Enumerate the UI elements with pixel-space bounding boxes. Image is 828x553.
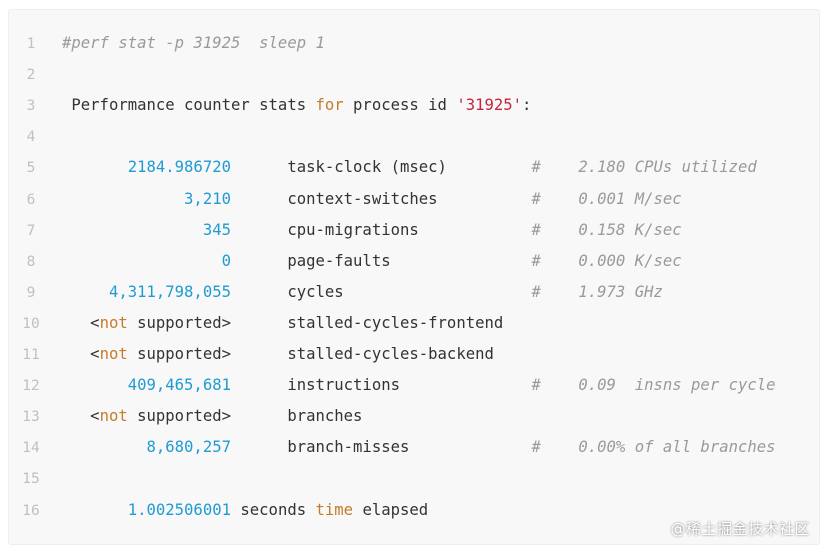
token-kw: time — [315, 500, 354, 519]
watermark: @稀土掘金技术社区 — [670, 520, 810, 538]
code-text: Performance counter stats for process id… — [62, 96, 531, 114]
code-text: 2184.986720 task-clock (msec) # 2.180 CP… — [62, 158, 757, 176]
token-cmt: # 2.180 CPUs utilized — [531, 158, 757, 177]
token-plain: supported> stalled-cycles-backend — [127, 345, 494, 363]
line-number: 11 — [22, 347, 40, 363]
line-number: 10 — [22, 315, 40, 332]
code-line: 8 0 page-faults # 0.000 K/sec — [9, 246, 682, 277]
code-line: 1 #perf stat -p 31925 sleep 1 — [9, 28, 325, 59]
token-kw: not — [99, 345, 128, 363]
code-line: 4 — [9, 121, 62, 152]
token-plain: supported> stalled-cycles-frontend — [127, 313, 504, 332]
token-cmt: # 0.09 insns per cycle — [531, 376, 776, 395]
token-plain: instructions — [231, 376, 532, 395]
code-line: 7 345 cpu-migrations # 0.158 K/sec — [9, 215, 682, 246]
code-text: <not supported> branches — [62, 407, 362, 425]
token-plain: elapsed — [353, 500, 429, 519]
code-text: 4,311,798,055 cycles # 1.973 GHz — [62, 283, 663, 301]
line-number: 14 — [22, 440, 40, 457]
token-kw: not — [99, 407, 128, 426]
code-line: 15 — [9, 463, 62, 494]
line-number: 6 — [26, 191, 36, 208]
code-line: 5 2184.986720 task-clock (msec) # 2.180 … — [9, 152, 757, 183]
line-number: 13 — [22, 409, 40, 426]
token-plain: < — [62, 345, 100, 363]
token-plain: cycles — [231, 282, 532, 301]
line-number: 3 — [26, 98, 36, 115]
code-line: 6 3,210 context-switches # 0.001 M/sec — [9, 184, 682, 215]
line-number: 2 — [26, 67, 36, 84]
code-line: 16 1.002506001 seconds time elapsed — [9, 495, 428, 526]
code-line: 10 <not supported> stalled-cycles-fronte… — [9, 308, 503, 339]
code-text: 1.002506001 seconds time elapsed — [62, 501, 428, 519]
token-plain: Performance counter stats — [62, 96, 316, 115]
token-plain: : — [522, 96, 532, 115]
token-cmt: # 0.000 K/sec — [531, 251, 682, 270]
token-num: 4,311,798,055 — [62, 282, 231, 301]
code-text: 8,680,257 branch-misses # 0.00% of all b… — [62, 438, 776, 457]
token-num: 345 — [62, 220, 231, 239]
token-plain: cpu-migrations — [231, 220, 532, 239]
token-cmt: # 0.00% of all branches — [531, 438, 776, 457]
code-text: #perf stat -p 31925 sleep 1 — [62, 34, 325, 52]
token-plain: process id — [343, 96, 457, 115]
code-line: 2 — [9, 59, 62, 90]
code-block: 1 #perf stat -p 31925 sleep 1 2 3 Performan… — [8, 9, 820, 545]
code-line: 9 4,311,798,055 cycles # 1.973 GHz — [9, 277, 663, 308]
token-str: '31925' — [456, 96, 523, 115]
token-plain: < — [62, 313, 100, 332]
line-number: 4 — [26, 129, 36, 146]
token-cmt: # 0.158 K/sec — [531, 220, 682, 239]
code-text: 3,210 context-switches # 0.001 M/sec — [62, 190, 682, 208]
token-cmt: #perf stat -p 31925 sleep 1 — [62, 34, 325, 52]
line-number: 1 — [26, 36, 36, 52]
line-number: 8 — [26, 253, 36, 270]
token-num: 2184.986720 — [62, 158, 231, 177]
token-num: 3,210 — [62, 189, 231, 208]
token-plain: context-switches — [231, 189, 532, 208]
code-line: 13 <not supported> branches — [9, 401, 362, 432]
token-plain: seconds — [231, 500, 316, 519]
token-plain: page-faults — [231, 251, 532, 270]
code-text: <not supported> stalled-cycles-backend — [62, 345, 494, 363]
token-cmt: # 0.001 M/sec — [531, 189, 682, 208]
line-number: 7 — [26, 222, 36, 239]
token-plain: < — [62, 407, 100, 426]
token-num: 0 — [62, 251, 231, 270]
token-cmt: # 1.973 GHz — [531, 282, 663, 301]
code-line: 14 8,680,257 branch-misses # 0.00% of al… — [9, 432, 776, 463]
code-text: <not supported> stalled-cycles-frontend — [62, 314, 503, 332]
token-num: 1.002506001 — [62, 500, 231, 519]
line-number: 16 — [22, 502, 40, 519]
code-text: 409,465,681 instructions # 0.09 insns pe… — [62, 376, 776, 394]
code-line: 3 Performance counter stats for process … — [9, 90, 532, 121]
token-kw: for — [315, 96, 344, 115]
line-number: 15 — [22, 471, 40, 488]
code-line: 12 409,465,681 instructions # 0.09 insns… — [9, 370, 776, 401]
code-line: 11 <not supported> stalled-cycles-backen… — [9, 339, 494, 370]
code-text: 345 cpu-migrations # 0.158 K/sec — [62, 221, 682, 239]
token-num: 409,465,681 — [62, 376, 231, 395]
token-num: 8,680,257 — [62, 438, 231, 457]
token-kw: not — [99, 313, 128, 332]
code-text: 0 page-faults # 0.000 K/sec — [62, 252, 682, 270]
token-plain: supported> branches — [127, 407, 363, 426]
line-number: 5 — [26, 160, 36, 177]
line-number: 9 — [26, 284, 36, 301]
token-plain: branch-misses — [231, 438, 532, 457]
line-number: 12 — [22, 378, 40, 395]
token-plain: task-clock (msec) — [231, 158, 532, 177]
